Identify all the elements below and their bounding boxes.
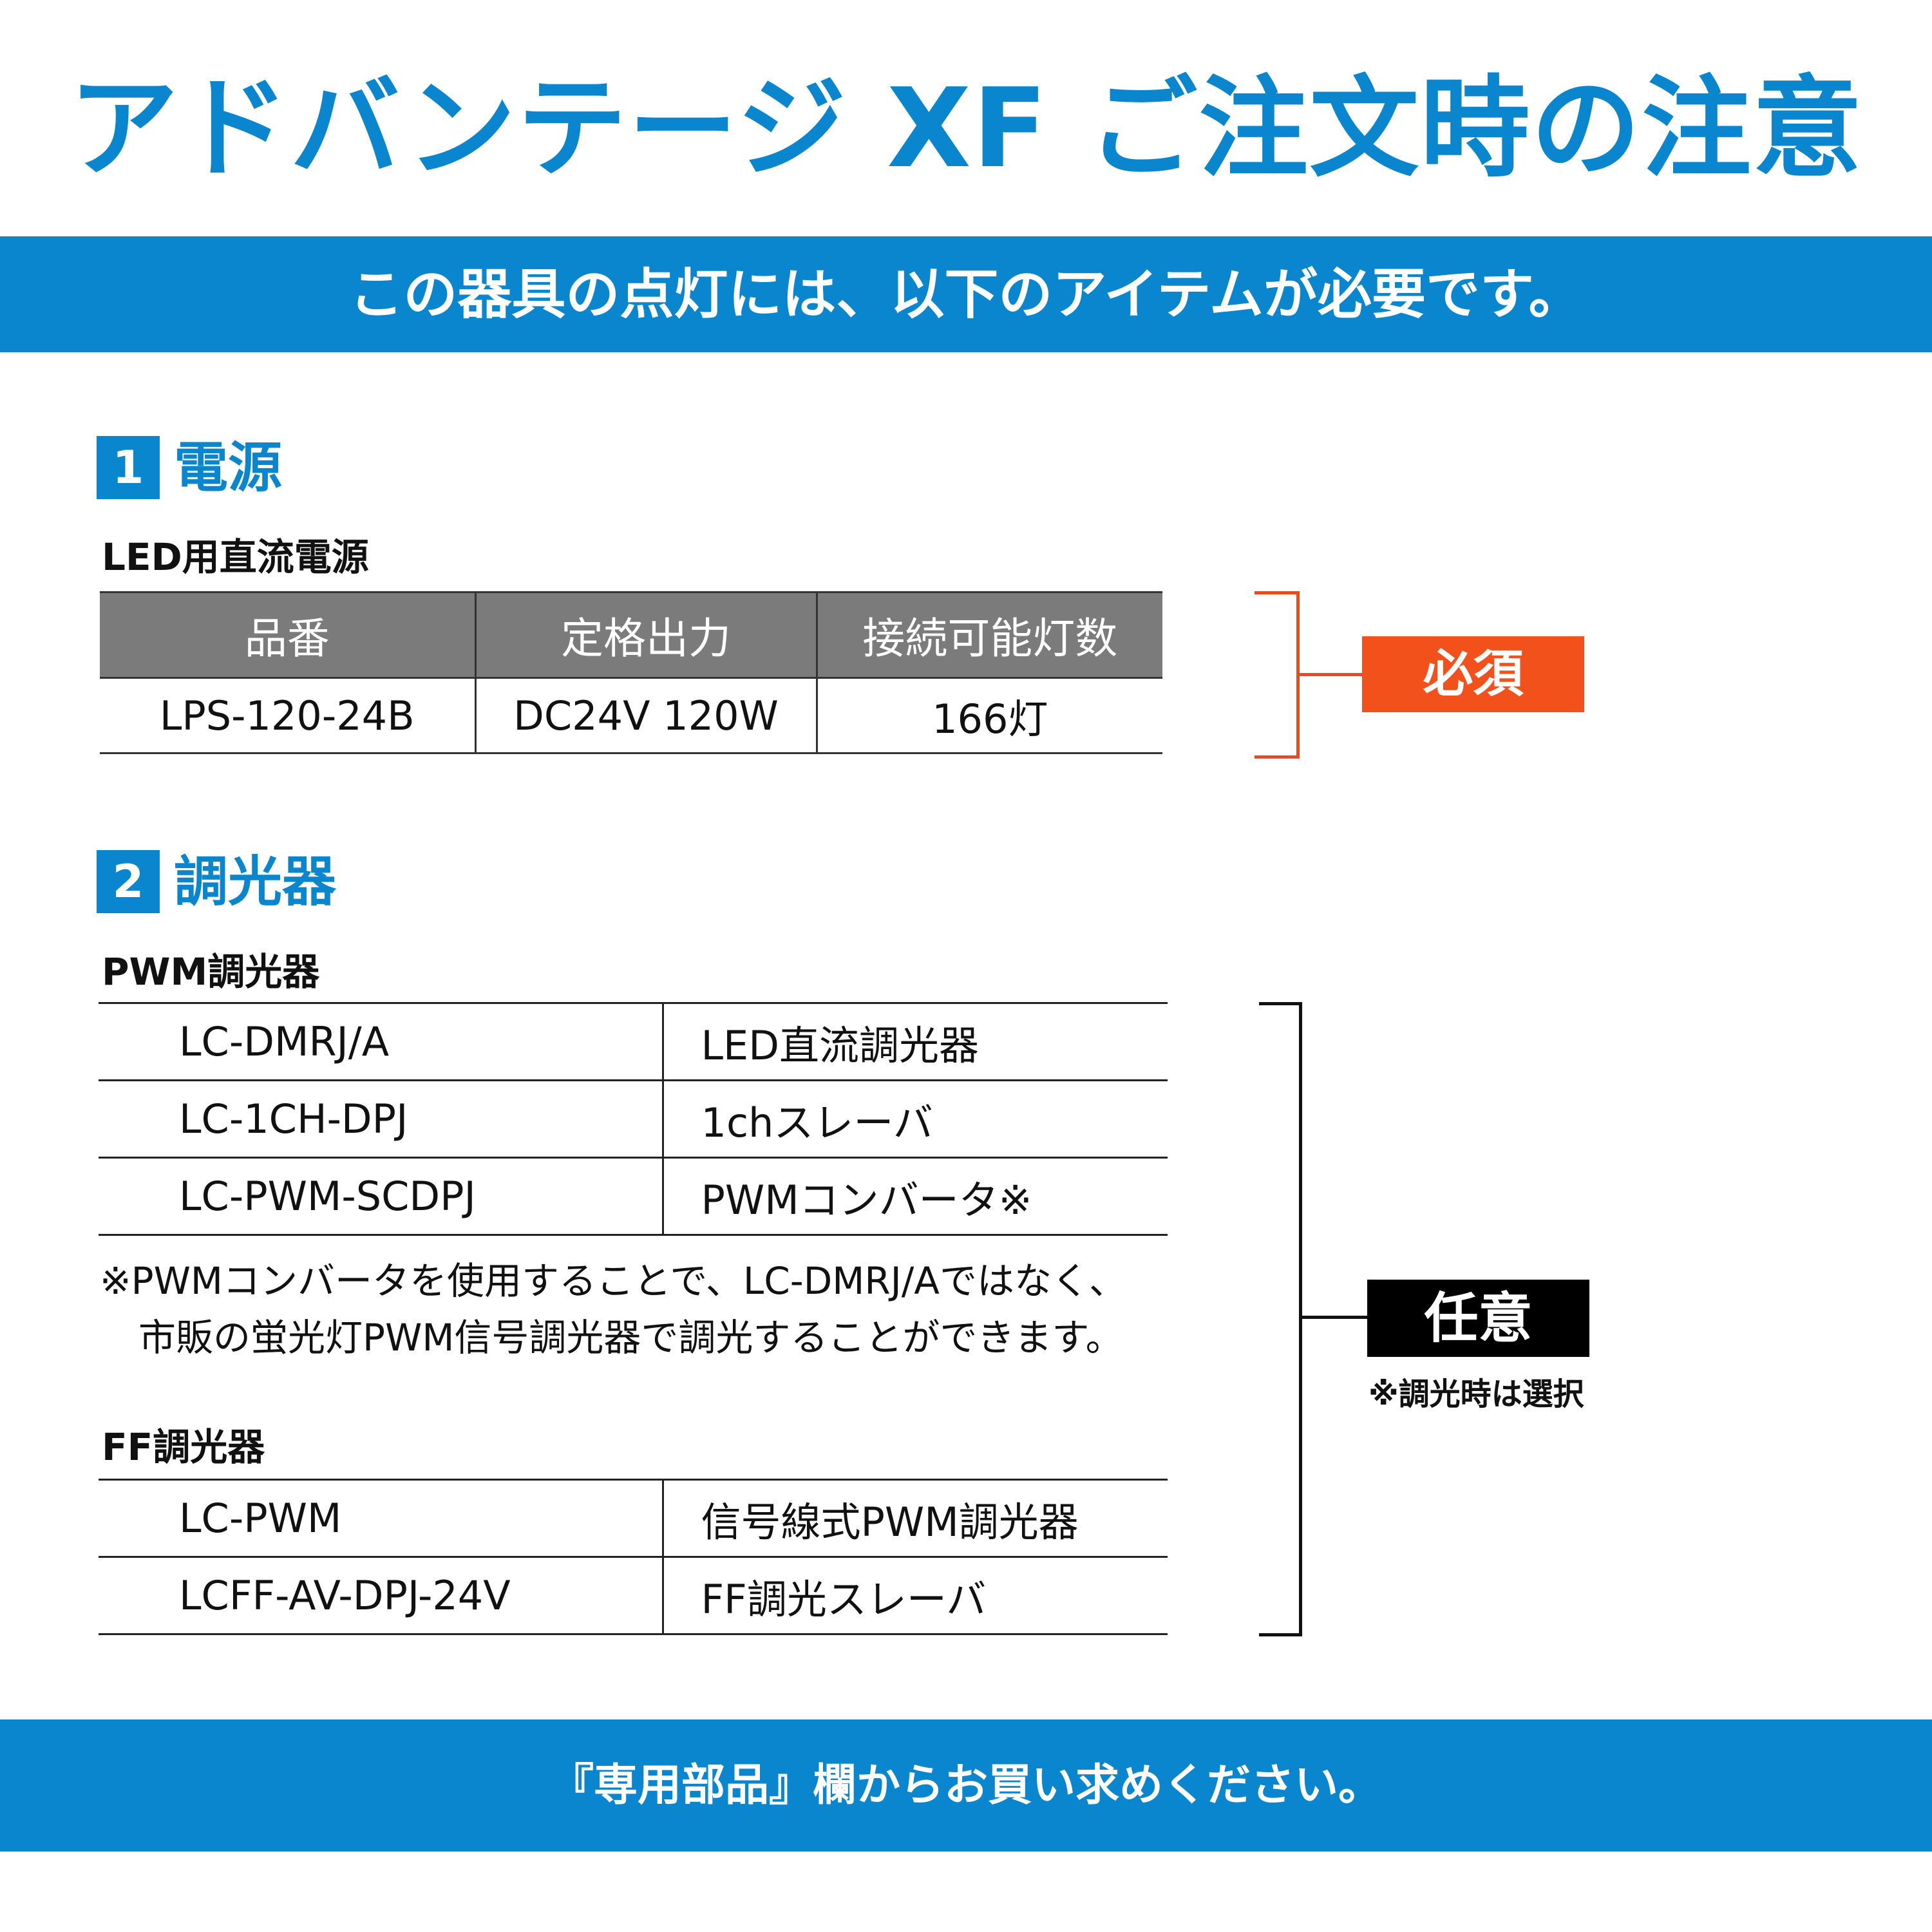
pwm-dimmer-subtitle: PWM調光器 [102, 950, 320, 994]
table-row: LC-PWM 信号線式PWM調光器 [99, 1479, 1168, 1558]
table-row: LC-PWM-SCDPJ PWMコンバータ※ [99, 1157, 1168, 1236]
requirement-banner: この器具の点灯には、以下のアイテムが必要です。 [0, 236, 1932, 352]
power-supply-table: 品番 定格出力 接続可能灯数 LPS-120-24B DC24V 120W 16… [100, 591, 1162, 754]
column-header-rated-output: 定格出力 [474, 591, 818, 679]
section-1-title: 電源 [174, 436, 283, 499]
optional-badge-note: ※調光時は選択 [1368, 1376, 1584, 1412]
cell-description: PWMコンバータ※ [663, 1157, 1168, 1236]
footer-banner: 『専用部品』欄からお買い求めください。 [0, 1719, 1932, 1852]
required-badge: 必須 [1362, 636, 1584, 712]
cell-lamp-count: 166灯 [817, 677, 1162, 754]
cell-model: LCFF-AV-DPJ-24V [99, 1556, 664, 1635]
table-header-row: 品番 定格出力 接続可能灯数 [100, 591, 1162, 679]
optional-bracket [1259, 1002, 1302, 1636]
table-row: LCFF-AV-DPJ-24V FF調光スレーバ [99, 1556, 1168, 1635]
cell-rated-output: DC24V 120W [475, 677, 818, 754]
ff-dimmer-table: LC-PWM 信号線式PWM調光器 LCFF-AV-DPJ-24V FF調光スレ… [99, 1479, 1168, 1635]
pwm-converter-note-line-2: 市販の蛍光灯PWM信号調光器で調光することができます。 [138, 1316, 1123, 1359]
section-1-number: 1 [97, 436, 160, 499]
cell-model: LC-PWM [99, 1479, 664, 1558]
cell-model: LC-DMRJ/A [99, 1002, 664, 1081]
section-2-title: 調光器 [174, 850, 337, 913]
section-2-number: 2 [97, 850, 160, 913]
power-supply-subtitle: LED用直流電源 [102, 535, 369, 579]
cell-model: LC-PWM-SCDPJ [99, 1157, 664, 1236]
cell-description: 信号線式PWM調光器 [663, 1479, 1168, 1558]
required-connector-line [1300, 673, 1364, 676]
page-title: アドバンテージ XF ご注文時の注意 [68, 65, 1864, 193]
required-bracket [1255, 591, 1300, 759]
optional-connector-line [1302, 1316, 1368, 1319]
ff-dimmer-subtitle: FF調光器 [102, 1425, 265, 1469]
pwm-dimmer-table: LC-DMRJ/A LED直流調光器 LC-1CH-DPJ 1chスレーバ LC… [99, 1002, 1168, 1236]
cell-description: FF調光スレーバ [663, 1556, 1168, 1635]
cell-model: LPS-120-24B [100, 677, 477, 754]
optional-badge: 任意 [1367, 1280, 1589, 1357]
cell-description: LED直流調光器 [663, 1002, 1168, 1081]
column-header-lamp-count: 接続可能灯数 [815, 591, 1162, 679]
table-row: LC-DMRJ/A LED直流調光器 [99, 1002, 1168, 1081]
table-row: LC-1CH-DPJ 1chスレーバ [99, 1079, 1168, 1159]
table-row: LPS-120-24B DC24V 120W 166灯 [100, 677, 1162, 754]
cell-model: LC-1CH-DPJ [99, 1079, 664, 1159]
cell-description: 1chスレーバ [663, 1079, 1168, 1159]
column-header-model: 品番 [100, 591, 477, 679]
pwm-converter-note-line-1: ※PWMコンバータを使用することで、LC-DMRJ/Aではなく、 [100, 1259, 1126, 1303]
